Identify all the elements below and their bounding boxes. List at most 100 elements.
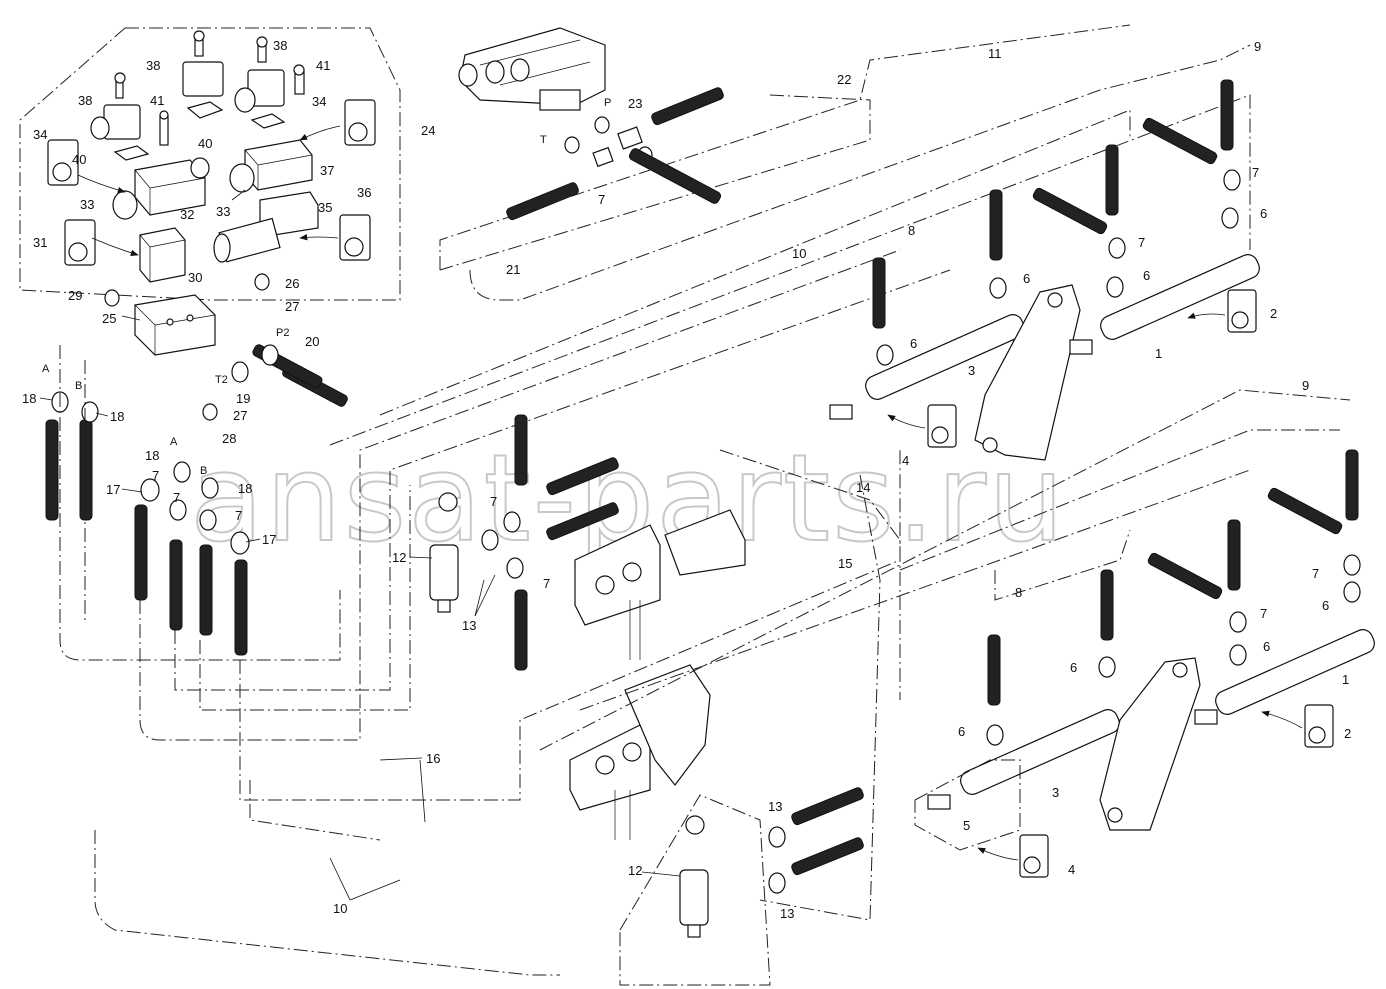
manifold-block bbox=[134, 294, 216, 356]
routing-lines bbox=[59, 24, 1351, 976]
callout-5: 5 bbox=[963, 818, 970, 833]
callout-10b: 10 bbox=[333, 901, 347, 916]
callout-6d: 6 bbox=[1260, 206, 1267, 221]
fittings bbox=[51, 169, 1361, 894]
solenoid-coils bbox=[90, 30, 285, 140]
port-p2: P2 bbox=[276, 327, 289, 339]
callout-3a: 3 bbox=[968, 363, 975, 378]
callout-6g: 6 bbox=[1263, 639, 1270, 654]
callout-18b: 18 bbox=[110, 409, 124, 424]
hoses bbox=[45, 79, 1359, 876]
control-valve-bank bbox=[458, 27, 606, 111]
callout-14: 14 bbox=[856, 480, 870, 495]
callout-19: 19 bbox=[236, 391, 250, 406]
seal-plates bbox=[113, 101, 286, 161]
callout-7i: 7 bbox=[1312, 566, 1319, 581]
callout-11: 11 bbox=[988, 46, 1002, 61]
plug-screws bbox=[159, 64, 305, 146]
callout-40b: 40 bbox=[198, 136, 212, 151]
callout-41a: 41 bbox=[316, 58, 330, 73]
callout-34a: 34 bbox=[33, 127, 47, 142]
port-b: B bbox=[75, 380, 82, 392]
callout-6h: 6 bbox=[1322, 598, 1329, 613]
callout-12a: 12 bbox=[392, 550, 406, 565]
callout-7h: 7 bbox=[1260, 606, 1267, 621]
solenoid-valve-32 bbox=[112, 157, 210, 220]
cylinders-upper bbox=[829, 254, 1260, 461]
callout-leaders bbox=[39, 189, 681, 901]
callout-6c: 6 bbox=[1143, 268, 1150, 283]
callout-13c: 13 bbox=[780, 906, 794, 921]
callout-2a: 2 bbox=[1270, 306, 1277, 321]
port-a: A bbox=[42, 363, 50, 375]
callout-37: 37 bbox=[320, 163, 334, 178]
callout-10a: 10 bbox=[792, 246, 806, 261]
cylinder-tags bbox=[887, 289, 1334, 878]
callout-31: 31 bbox=[33, 235, 47, 250]
callout-15: 15 bbox=[838, 556, 852, 571]
callout-23: 23 bbox=[628, 96, 642, 111]
callout-6f: 6 bbox=[1070, 660, 1077, 675]
callout-36: 36 bbox=[357, 185, 371, 200]
callout-7e: 7 bbox=[235, 508, 242, 523]
callout-7b: 7 bbox=[1138, 235, 1145, 250]
port-a2: A bbox=[170, 436, 178, 448]
callout-13a: 13 bbox=[462, 618, 476, 633]
callout-29: 29 bbox=[68, 288, 82, 303]
callout-38b: 38 bbox=[273, 38, 287, 53]
callout-27b: 27 bbox=[233, 408, 247, 423]
solenoid-valve-37 bbox=[229, 139, 313, 193]
tee-fittings-top bbox=[564, 116, 653, 168]
callout-17b: 17 bbox=[262, 532, 276, 547]
callout-7f: 7 bbox=[490, 494, 497, 509]
callout-12b: 12 bbox=[628, 863, 642, 878]
valve-block-30 bbox=[139, 227, 186, 283]
callout-1b: 1 bbox=[1342, 672, 1349, 687]
hitch-frames bbox=[569, 509, 746, 840]
callout-8b: 8 bbox=[1015, 585, 1022, 600]
callout-13b: 13 bbox=[768, 799, 782, 814]
callout-28: 28 bbox=[222, 431, 236, 446]
callout-25: 25 bbox=[102, 311, 116, 326]
callout-40a: 40 bbox=[72, 152, 86, 167]
callout-6b: 6 bbox=[1023, 271, 1030, 286]
callout-18d: 18 bbox=[238, 481, 252, 496]
callout-3b: 3 bbox=[1052, 785, 1059, 800]
callout-9b: 9 bbox=[1302, 378, 1309, 393]
callout-18c: 18 bbox=[145, 448, 159, 463]
callout-41b: 41 bbox=[150, 93, 164, 108]
callout-30: 30 bbox=[188, 270, 202, 285]
callout-6a: 6 bbox=[910, 336, 917, 351]
callout-32: 32 bbox=[180, 207, 194, 222]
port-b2: B bbox=[200, 465, 207, 477]
callout-27a: 27 bbox=[285, 299, 299, 314]
small-cylinders bbox=[429, 492, 771, 986]
callout-9a: 9 bbox=[1254, 39, 1261, 54]
callout-38a: 38 bbox=[146, 58, 160, 73]
callout-16: 16 bbox=[426, 751, 440, 766]
port-t2: T2 bbox=[215, 374, 228, 386]
callout-7g: 7 bbox=[543, 576, 550, 591]
callout-20: 20 bbox=[305, 334, 319, 349]
callout-34b: 34 bbox=[312, 94, 326, 109]
callout-35: 35 bbox=[318, 200, 332, 215]
callout-7j: 7 bbox=[173, 490, 180, 505]
callout-33a: 33 bbox=[80, 197, 94, 212]
callout-21: 21 bbox=[506, 262, 520, 277]
callout-33b: 33 bbox=[216, 204, 230, 219]
callout-4b: 4 bbox=[1068, 862, 1075, 877]
instruction-tags bbox=[47, 99, 376, 266]
callout-7a: 7 bbox=[598, 192, 605, 207]
port-p: P bbox=[604, 97, 611, 109]
callout-38c: 38 bbox=[78, 93, 92, 108]
cylinders-lower bbox=[914, 629, 1375, 851]
port-t: T bbox=[540, 134, 547, 146]
callout-labels: 1 1 2 2 3 3 4 4 5 6 6 6 6 6 6 6 6 7 7 7 … bbox=[22, 38, 1351, 921]
callout-2b: 2 bbox=[1344, 726, 1351, 741]
callout-17a: 17 bbox=[106, 482, 120, 497]
callout-7c: 7 bbox=[1252, 165, 1259, 180]
callout-26: 26 bbox=[285, 276, 299, 291]
callout-22: 22 bbox=[837, 72, 851, 87]
callout-7d: 7 bbox=[152, 468, 159, 483]
valve-body-35 bbox=[213, 191, 319, 263]
